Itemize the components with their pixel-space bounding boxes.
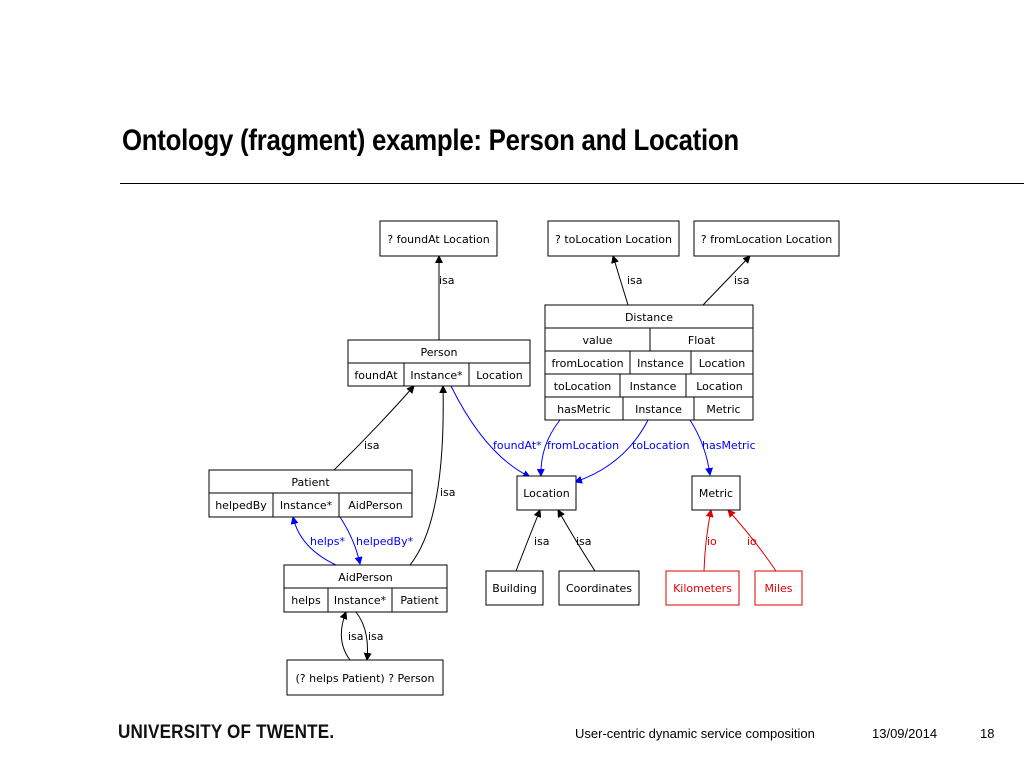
edge-label-io: io xyxy=(707,535,717,548)
field-name: value xyxy=(582,334,612,347)
edge-label-io: io xyxy=(747,535,757,548)
field-type: Instance* xyxy=(410,369,463,382)
edge-coordinates-isa-location xyxy=(557,509,596,572)
field-name: foundAt xyxy=(354,369,398,382)
field-name: helpedBy xyxy=(215,499,267,512)
edge-label-isa: isa xyxy=(627,274,643,287)
edge-label-isa: isa xyxy=(576,535,592,548)
edge-aidperson-isa-person xyxy=(409,385,448,566)
edge-distance-isa-tolocation xyxy=(611,255,629,306)
field-type: Instance xyxy=(635,403,682,416)
node-tolocation-location: ? toLocation Location xyxy=(547,220,680,257)
node-label: ? toLocation Location xyxy=(555,233,672,246)
edge-helpspatient-isa-aidperson xyxy=(339,611,351,661)
field-type: Instance* xyxy=(280,499,333,512)
node-building: Building xyxy=(485,570,544,606)
edge-label-helps: helps* xyxy=(310,535,346,548)
title-rule xyxy=(120,183,1024,184)
node-coordinates: Coordinates xyxy=(558,570,640,606)
node-fromlocation-location: ? fromLocation Location xyxy=(693,220,840,257)
node-title: Patient xyxy=(291,476,330,489)
node-label: ? fromLocation Location xyxy=(701,233,833,246)
node-distance: Distance value Float fromLocation Instan… xyxy=(544,304,754,421)
node-label: Coordinates xyxy=(566,582,632,595)
edge-tolocation-distance-location xyxy=(574,419,649,484)
edge-foundat-person-location xyxy=(450,385,531,478)
field-name: hasMetric xyxy=(557,403,611,416)
edge-label-isa: isa xyxy=(368,630,384,643)
field-type: Float xyxy=(688,334,716,347)
field-name: helps xyxy=(291,594,321,607)
node-label: Location xyxy=(523,487,570,500)
node-label: Building xyxy=(492,582,537,595)
edge-label-isa: isa xyxy=(734,274,750,287)
edge-helpedby-patient-aidperson xyxy=(339,516,363,565)
field-range: Location xyxy=(699,357,746,370)
node-person: Person foundAt Instance* Location xyxy=(347,339,531,387)
edge-aidperson-isa-helpspatient xyxy=(355,611,372,661)
field-range: AidPerson xyxy=(348,499,403,512)
node-metric: Metric xyxy=(691,475,741,511)
edge-label-isa: isa xyxy=(348,630,364,643)
edge-label-foundat: foundAt* xyxy=(493,439,542,452)
field-name: toLocation xyxy=(554,380,612,393)
node-label: Metric xyxy=(699,487,733,500)
edge-distance-isa-fromlocation xyxy=(702,255,751,306)
node-miles: Miles xyxy=(754,570,803,606)
field-range: Location xyxy=(696,380,743,393)
edge-label-fromlocation: fromLocation xyxy=(547,439,619,452)
node-kilometers: Kilometers xyxy=(665,570,740,606)
field-range: Metric xyxy=(706,403,740,416)
edge-fromlocation-distance-location xyxy=(536,419,561,477)
field-name: fromLocation xyxy=(551,357,623,370)
node-aidperson: AidPerson helps Instance* Patient xyxy=(283,564,448,613)
node-label: (? helps Patient) ? Person xyxy=(295,672,434,685)
node-location: Location xyxy=(516,475,577,511)
edge-hasmetric-distance-metric xyxy=(689,419,714,476)
edge-label-helpedby: helpedBy* xyxy=(356,535,414,548)
node-helps-patient-person: (? helps Patient) ? Person xyxy=(286,659,444,696)
edge-building-isa-location xyxy=(515,509,542,572)
field-range: Patient xyxy=(400,594,439,607)
edge-label-isa: isa xyxy=(364,439,380,452)
edge-helps-aidperson-patient xyxy=(290,516,337,566)
node-label: Miles xyxy=(764,582,792,595)
node-patient: Patient helpedBy Instance* AidPerson xyxy=(208,469,413,518)
footer-subject: User-centric dynamic service composition xyxy=(575,726,815,741)
university-logo: UNIVERSITY OF TWENTE. xyxy=(118,722,335,743)
edge-label-isa: isa xyxy=(439,274,455,287)
edge-label-isa: isa xyxy=(534,535,550,548)
edge-patient-isa-person xyxy=(333,385,415,471)
node-title: Person xyxy=(421,346,458,359)
node-label: Kilometers xyxy=(673,582,732,595)
node-label: ? foundAt Location xyxy=(387,233,490,246)
edge-miles-io-metric xyxy=(727,509,777,572)
edge-label-hasmetric: hasMetric xyxy=(702,439,756,452)
edge-kilometers-io-metric xyxy=(703,509,714,572)
node-foundat-location: ? foundAt Location xyxy=(379,220,498,257)
node-title: AidPerson xyxy=(338,571,393,584)
field-type: Instance* xyxy=(334,594,387,607)
page-number: 18 xyxy=(980,726,995,741)
field-type: Instance xyxy=(630,380,677,393)
node-title: Distance xyxy=(625,311,673,324)
edge-label-isa: isa xyxy=(440,486,456,499)
slide-title: Ontology (fragment) example: Person and … xyxy=(122,124,739,157)
field-type: Instance xyxy=(637,357,684,370)
edge-label-tolocation: toLocation xyxy=(632,439,690,452)
field-range: Location xyxy=(476,369,523,382)
footer-date: 13/09/2014 xyxy=(872,726,938,741)
